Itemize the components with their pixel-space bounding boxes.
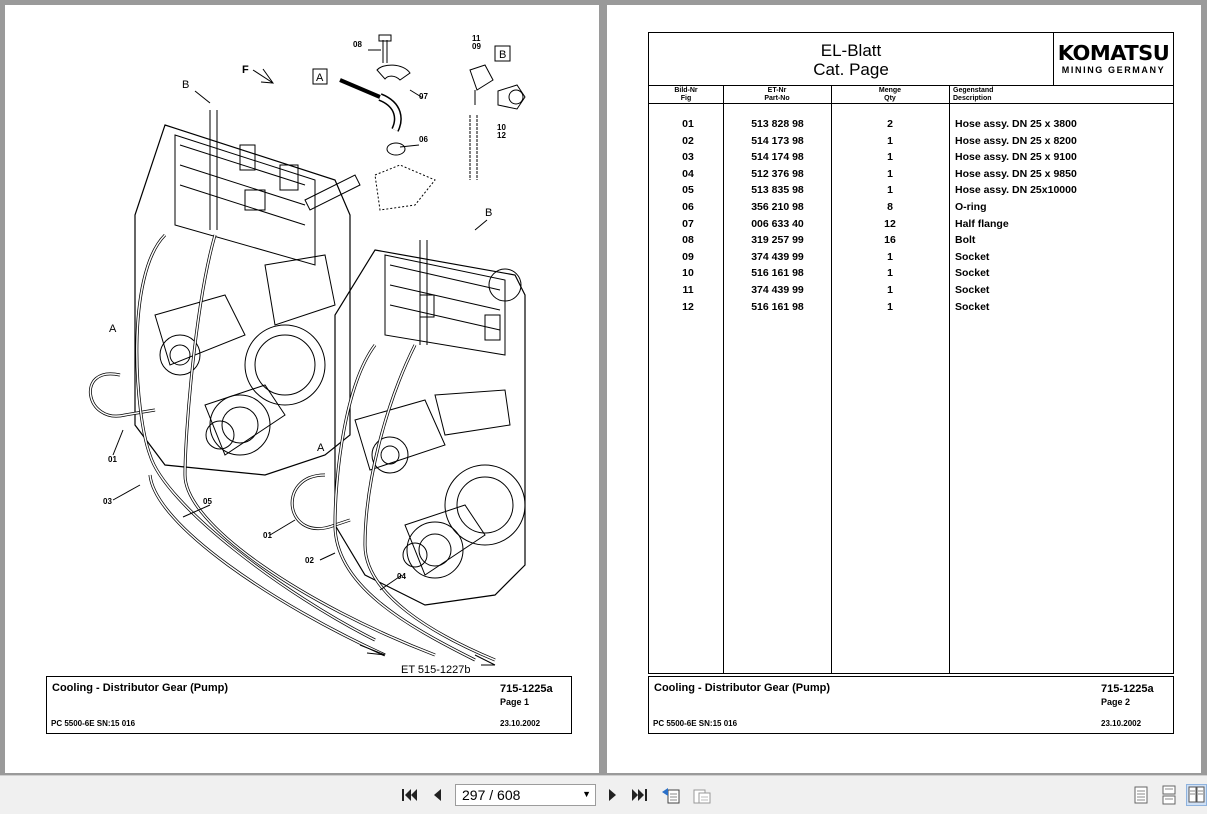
chevron-down-icon: ▼: [582, 789, 591, 799]
single-page-view-button[interactable]: [1130, 784, 1152, 806]
column-divider: [723, 86, 724, 673]
callout-07: 07: [419, 92, 428, 101]
view-b-marker-right: B: [485, 207, 492, 219]
right-page-footer: Cooling - Distributor Gear (Pump) 715-12…: [648, 676, 1174, 734]
callout-02: 02: [305, 556, 314, 565]
callout-01b: 01: [263, 531, 272, 540]
komatsu-logo: KOMATSU MINING GERMANY: [1054, 33, 1173, 86]
front-direction-marker: F: [242, 64, 249, 76]
page-title-box: EL-Blatt Cat. Page: [649, 33, 1054, 86]
last-page-button[interactable]: [628, 784, 652, 806]
page-navigation-toolbar: 297 / 608 ▼: [0, 775, 1207, 814]
page-title-line1: EL-Blatt: [820, 41, 882, 60]
footer-title: Cooling - Distributor Gear (Pump): [52, 682, 228, 694]
callout-08: 08: [353, 40, 362, 49]
continuous-view-icon: [1162, 785, 1176, 805]
callout-10: 10: [497, 123, 506, 132]
callout-06: 06: [419, 135, 428, 144]
view-b-marker-left: B: [182, 79, 189, 91]
footer-page-number: Page 1: [500, 697, 530, 707]
column-divider: [949, 86, 950, 673]
footer-code: 715-1225a: [1101, 683, 1154, 695]
single-page-view-icon: [1134, 786, 1148, 804]
footer-page-number: Page 2: [1101, 697, 1131, 707]
logo-subtitle: MINING GERMANY: [1061, 65, 1166, 75]
document-page-right: EL-Blatt Cat. Page KOMATSU MINING GERMAN…: [607, 5, 1201, 773]
detail-b-label: B: [499, 49, 506, 61]
footer-title: Cooling - Distributor Gear (Pump): [654, 682, 830, 694]
page-title-line2: Cat. Page: [813, 60, 889, 79]
two-page-view-button[interactable]: [1186, 784, 1207, 806]
go-forward-view-button[interactable]: [690, 784, 714, 806]
left-page-footer: Cooling - Distributor Gear (Pump) 715-12…: [46, 676, 572, 734]
exploded-parts-drawing: 01 01 02 03 04 05 06 07 08 09 10 11 12 A…: [88, 34, 526, 675]
document-page-left: 01 01 02 03 04 05 06 07 08 09 10 11 12 A…: [5, 5, 599, 773]
callout-12: 12: [497, 131, 506, 140]
previous-page-button[interactable]: [426, 784, 448, 806]
parts-list-frame: EL-Blatt Cat. Page KOMATSU MINING GERMAN…: [648, 32, 1174, 674]
next-page-icon: [609, 789, 616, 801]
logo-wordmark: KOMATSU: [1057, 41, 1170, 65]
footer-date: 23.10.2002: [1101, 719, 1142, 728]
two-page-view-icon: [1188, 786, 1204, 803]
footer-model: PC 5500-6E SN:15 016: [653, 719, 738, 728]
first-page-icon: [402, 789, 417, 801]
view-a-marker-left: A: [109, 323, 117, 335]
column-divider: [831, 86, 832, 673]
page-number-select[interactable]: 297 / 608 ▼: [455, 784, 596, 806]
footer-code: 715-1225a: [500, 683, 553, 695]
prev-page-icon: [434, 789, 441, 801]
footer-model: PC 5500-6E SN:15 016: [51, 719, 136, 728]
first-page-button[interactable]: [398, 784, 420, 806]
go-forward-view-icon: [693, 789, 711, 804]
footer-date: 23.10.2002: [500, 719, 541, 728]
detail-a-label: A: [316, 72, 324, 84]
continuous-view-button[interactable]: [1158, 784, 1180, 806]
go-back-view-icon: [662, 788, 680, 804]
callout-05: 05: [203, 497, 212, 506]
callout-01a: 01: [108, 455, 117, 464]
callout-03: 03: [103, 497, 112, 506]
view-a-marker-right: A: [317, 442, 325, 454]
et-reference: ET 515-1227b: [401, 664, 471, 675]
callout-04: 04: [397, 572, 406, 581]
header-divider: [649, 103, 1173, 104]
callout-11: 11: [472, 34, 481, 43]
page-number-display: 297 / 608: [462, 787, 521, 803]
callout-09: 09: [472, 42, 481, 51]
next-page-button[interactable]: [602, 784, 624, 806]
go-back-view-button[interactable]: [659, 784, 683, 806]
last-page-icon: [632, 789, 647, 801]
